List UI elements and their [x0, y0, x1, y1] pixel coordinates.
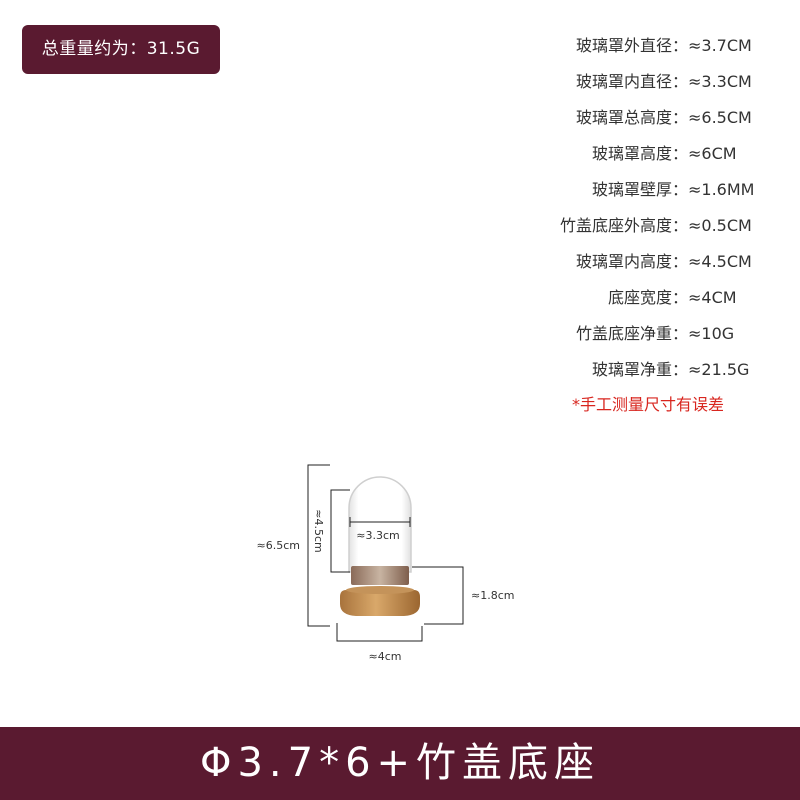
spec-row: 玻璃罩壁厚：≈1.6MM — [340, 172, 760, 208]
spec-row: 竹盖底座外高度：≈0.5CM — [340, 208, 760, 244]
spec-value: ≈3.7CM — [688, 36, 752, 55]
spec-value: ≈3.3CM — [688, 72, 752, 91]
base-top-ring — [346, 586, 414, 594]
footer-banner: Φ3.7*6+竹盖底座 — [0, 727, 800, 800]
spec-label: 玻璃罩总高度： — [575, 108, 688, 127]
spec-label: 玻璃罩内直径： — [575, 72, 688, 91]
bamboo-base — [340, 590, 420, 616]
spec-row: 玻璃罩总高度：≈6.5CM — [340, 100, 760, 136]
measurement-note: *手工测量尺寸有误差 — [571, 395, 724, 414]
spec-label: 竹盖底座外高度： — [559, 216, 688, 235]
spec-value: ≈10G — [688, 324, 735, 343]
dimension-lines — [307, 464, 464, 642]
spec-label: 玻璃罩内高度： — [575, 252, 688, 271]
spec-value: ≈4CM — [688, 288, 737, 307]
base-width-label: ≈4cm — [369, 650, 402, 663]
spec-row: 玻璃罩内高度：≈4.5CM — [340, 244, 760, 280]
spec-label: 玻璃罩外直径： — [575, 36, 688, 55]
total-height-label: ≈6.5cm — [257, 539, 300, 552]
spec-list: 玻璃罩外直径：≈3.7CM 玻璃罩内直径：≈3.3CM 玻璃罩总高度：≈6.5C… — [340, 28, 760, 388]
spec-value: ≈0.5CM — [688, 216, 752, 235]
spec-label: 竹盖底座净重： — [575, 324, 688, 343]
base-height-label: ≈1.8cm — [471, 589, 514, 602]
spec-label: 玻璃罩壁厚： — [591, 180, 688, 199]
total-weight-badge: 总重量约为：31.5G — [22, 25, 220, 74]
spec-row: 玻璃罩外直径：≈3.7CM — [340, 28, 760, 64]
spec-row: 玻璃罩高度：≈6CM — [340, 136, 760, 172]
spec-label: 底座宽度： — [607, 288, 688, 307]
bamboo-cap — [351, 566, 409, 585]
spec-value: ≈6.5CM — [688, 108, 752, 127]
spec-row: 玻璃罩净重：≈21.5G — [340, 352, 760, 388]
spec-value: ≈1.6MM — [688, 180, 755, 199]
spec-row: 底座宽度：≈4CM — [340, 280, 760, 316]
product-title: Φ3.7*6+竹盖底座 — [199, 740, 601, 786]
spec-value: ≈21.5G — [688, 360, 750, 379]
spec-label: 玻璃罩净重： — [591, 360, 688, 379]
spec-row: 竹盖底座净重：≈10G — [340, 316, 760, 352]
spec-value: ≈6CM — [688, 144, 737, 163]
inner-height-label: ≈4.5cm — [312, 509, 325, 552]
inner-diameter-label: ≈3.3cm — [356, 529, 399, 542]
product-dimension-diagram: ≈6.5cm ≈4.5cm ≈3.3cm ≈1.8cm ≈4cm — [257, 464, 514, 663]
spec-row: 玻璃罩内直径：≈3.3CM — [340, 64, 760, 100]
spec-label: 玻璃罩高度： — [591, 144, 688, 163]
spec-value: ≈4.5CM — [688, 252, 752, 271]
glass-dome — [348, 476, 412, 573]
